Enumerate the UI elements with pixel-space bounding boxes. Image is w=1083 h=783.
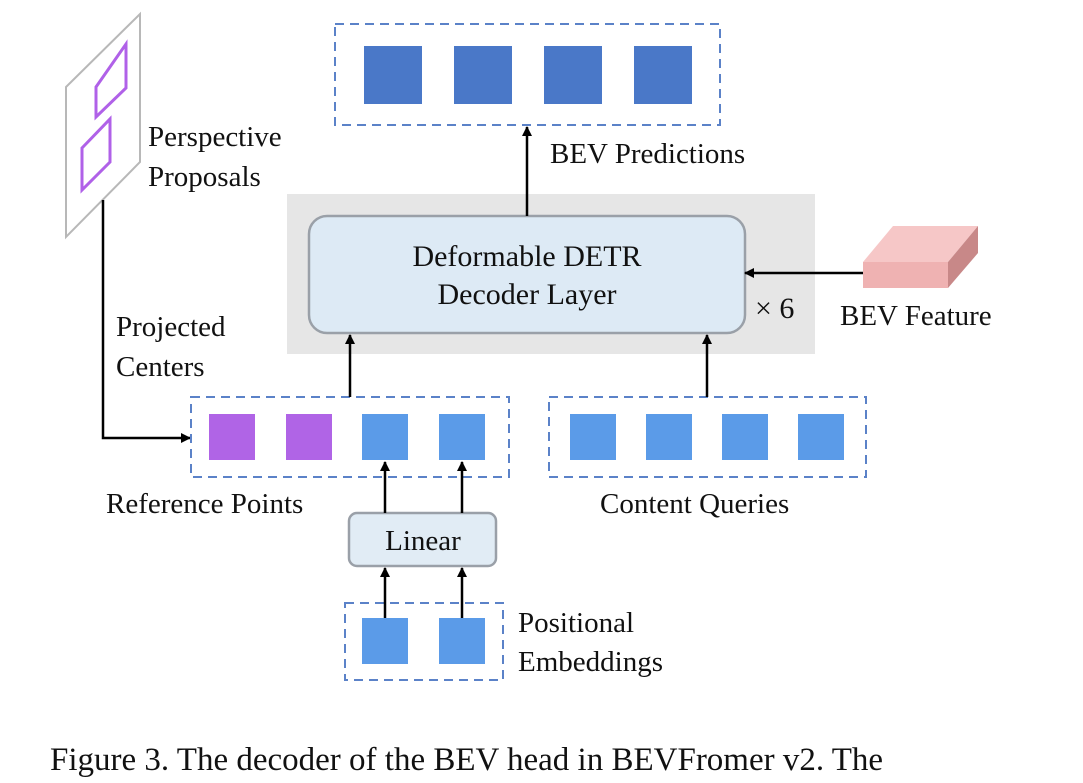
positional-embeddings-label-line1: Positional [518, 607, 634, 639]
content-query-square [646, 414, 692, 460]
proposal-box-2 [80, 115, 112, 194]
content-queries-label: Content Queries [600, 488, 789, 520]
perspective-image-plane [65, 11, 141, 240]
prediction-square [544, 46, 602, 104]
reference-points-label: Reference Points [106, 488, 303, 520]
bev-feature-label: BEV Feature [840, 300, 992, 332]
content-query-square [570, 414, 616, 460]
projected-centers-label-line2: Centers [116, 351, 205, 383]
positional-embedding-square [439, 618, 485, 664]
projected-centers-label-line1: Projected [116, 311, 226, 343]
perspective-proposals-label-line1: Perspective [148, 121, 282, 153]
bev-predictions-label: BEV Predictions [550, 138, 745, 170]
proposal-box-1 [94, 39, 128, 121]
repeat-count-label: × 6 [755, 292, 794, 325]
reference-point-from-proposal [286, 414, 332, 460]
content-query-square [798, 414, 844, 460]
reference-point-from-proposal [209, 414, 255, 460]
prediction-square [364, 46, 422, 104]
positional-embeddings-label-line2: Embeddings [518, 646, 663, 678]
decoder-layer-label-line1: Deformable DETR [412, 240, 641, 273]
decoder-layer-box [307, 214, 747, 335]
prediction-square [454, 46, 512, 104]
content-query-square [722, 414, 768, 460]
perspective-proposals-label-line2: Proposals [148, 161, 261, 193]
reference-point-learned [362, 414, 408, 460]
positional-embedding-square [362, 618, 408, 664]
figure-caption: Figure 3. The decoder of the BEV head in… [50, 742, 883, 778]
reference-point-learned [439, 414, 485, 460]
bev-feature-block [863, 226, 978, 288]
decoder-layer-label-line2: Decoder Layer [437, 278, 616, 311]
bev-predictions-group [334, 23, 721, 126]
prediction-square [634, 46, 692, 104]
positional-embeddings-group [344, 602, 504, 681]
linear-label: Linear [385, 525, 461, 557]
linear-box [347, 511, 498, 568]
arrow-projected-centers [101, 200, 191, 443]
